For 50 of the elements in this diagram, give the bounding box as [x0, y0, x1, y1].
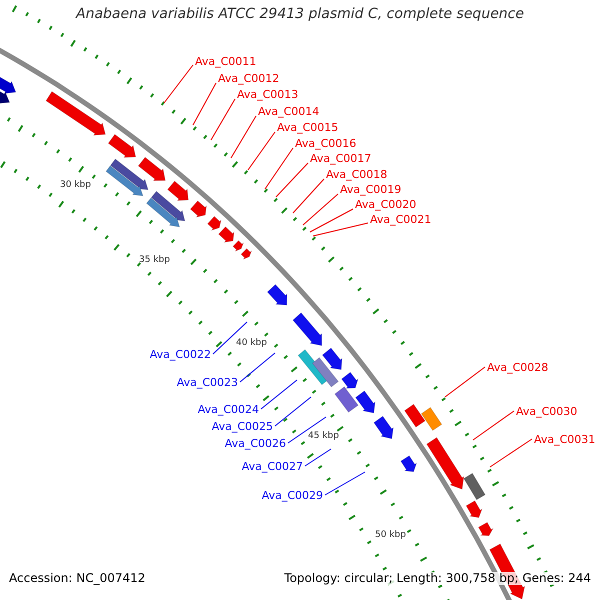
leader-line	[164, 64, 194, 104]
gene-label: Ava_C0013	[237, 88, 298, 101]
gene-label: Ava_C0020	[355, 198, 416, 211]
leader-line	[230, 116, 256, 158]
scale-label: 50 kbp	[375, 529, 406, 542]
gene-label: Ava_C0027	[242, 460, 303, 473]
accession-text: Accession: NC_007412	[9, 572, 146, 585]
gene-label: Ava_C0015	[277, 121, 338, 134]
gene-label: Ava_C0029	[262, 489, 323, 502]
gene-label: Ava_C0030	[516, 405, 578, 418]
leader-line	[310, 208, 354, 232]
leader-line	[312, 222, 368, 236]
leader-line	[276, 162, 308, 198]
leader-line	[192, 82, 216, 126]
leader-line	[240, 352, 276, 382]
scale-label: 30 kbp	[60, 179, 91, 192]
scale-label: 35 kbp	[139, 254, 170, 267]
leader-line	[302, 194, 338, 226]
scale-label: 40 kbp	[236, 337, 267, 350]
leader-line	[210, 98, 236, 140]
gene-label: Ava_C0031	[534, 433, 596, 446]
gene-label: Ava_C0028	[487, 361, 548, 374]
leader-line	[304, 448, 332, 466]
leader-line	[444, 366, 486, 398]
map-title: Anabaena variabilis ATCC 29413 plasmid C, complete sequence	[74, 8, 525, 21]
leader-line	[248, 132, 276, 170]
leader-line	[264, 148, 294, 190]
gene-label: Ava_C0014	[258, 105, 320, 118]
leader-line	[292, 178, 324, 214]
leader-line	[288, 416, 326, 444]
leader-line	[212, 322, 248, 354]
leader-line	[324, 472, 366, 496]
leader-line	[472, 410, 514, 440]
gene-label: Ava_C0022	[150, 348, 211, 361]
gene-label: Ava_C0025	[212, 420, 273, 433]
leader-line	[490, 438, 532, 468]
gene-label: Ava_C0026	[224, 437, 286, 450]
gene-label: Ava_C0024	[198, 403, 259, 416]
gene-label: Ava_C0018	[326, 168, 388, 181]
gene-label: Ava_C0011	[195, 55, 256, 68]
gene-label: Ava_C0012	[218, 72, 280, 85]
gene-label: Ava_C0023	[176, 376, 238, 389]
leader-line	[274, 396, 312, 426]
summary-text: Topology: circular; Length: 300,758 bp; Genes: 244	[284, 572, 591, 585]
gene-label: Ava_C0021	[370, 213, 432, 226]
leader-line	[260, 380, 298, 410]
gene-label: Ava_C0016	[295, 137, 356, 150]
scale-label: 45 kbp	[308, 430, 339, 443]
gene-label: Ava_C0017	[310, 152, 372, 165]
gene-label: Ava_C0019	[340, 183, 402, 196]
